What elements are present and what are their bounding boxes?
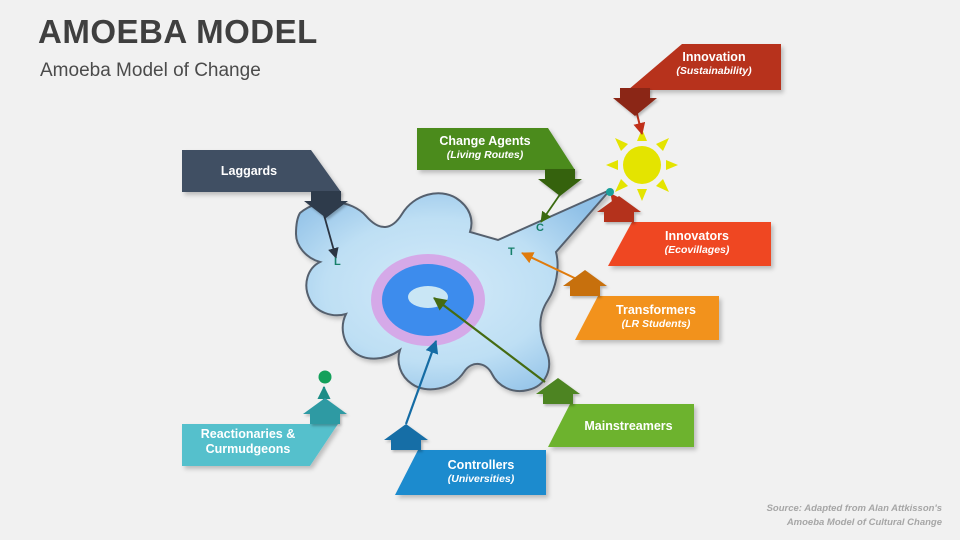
source-line-1: Source: Adapted from Alan Attkisson's	[766, 503, 942, 515]
banner-change-agents[interactable]	[417, 128, 582, 196]
sun-icon	[606, 129, 678, 201]
page-title: AMOEBA MODEL	[38, 13, 318, 50]
change-agents-contact-dot	[606, 188, 614, 196]
arrow-change-agents-to-cell	[540, 192, 562, 223]
marker-transformers: T	[508, 246, 515, 258]
source-line-2: Amoeba Model of Cultural Change	[786, 517, 942, 529]
banner-innovation[interactable]	[613, 44, 781, 116]
source-attribution: Source: Adapted from Alan Attkisson's Am…	[767, 502, 942, 530]
banner-laggards[interactable]	[182, 150, 348, 218]
amoeba-nucleus	[371, 254, 485, 346]
arrow-laggards-to-cell	[323, 214, 339, 259]
banner-mainstreamers[interactable]	[536, 378, 694, 447]
reactionaries-contact-dot	[318, 370, 332, 384]
marker-laggards: L	[334, 256, 341, 268]
banner-reactionaries[interactable]	[182, 398, 347, 466]
arrow-mainstreamers-to-nucleus	[433, 297, 546, 383]
arrow-controllers-to-nucleus	[404, 339, 439, 425]
marker-change-agents: C	[536, 222, 544, 234]
banner-innovators[interactable]	[597, 196, 771, 266]
page-subtitle: Amoeba Model of Change	[40, 60, 261, 81]
banner-controllers[interactable]	[384, 424, 546, 495]
banner-transformers[interactable]	[563, 270, 719, 340]
